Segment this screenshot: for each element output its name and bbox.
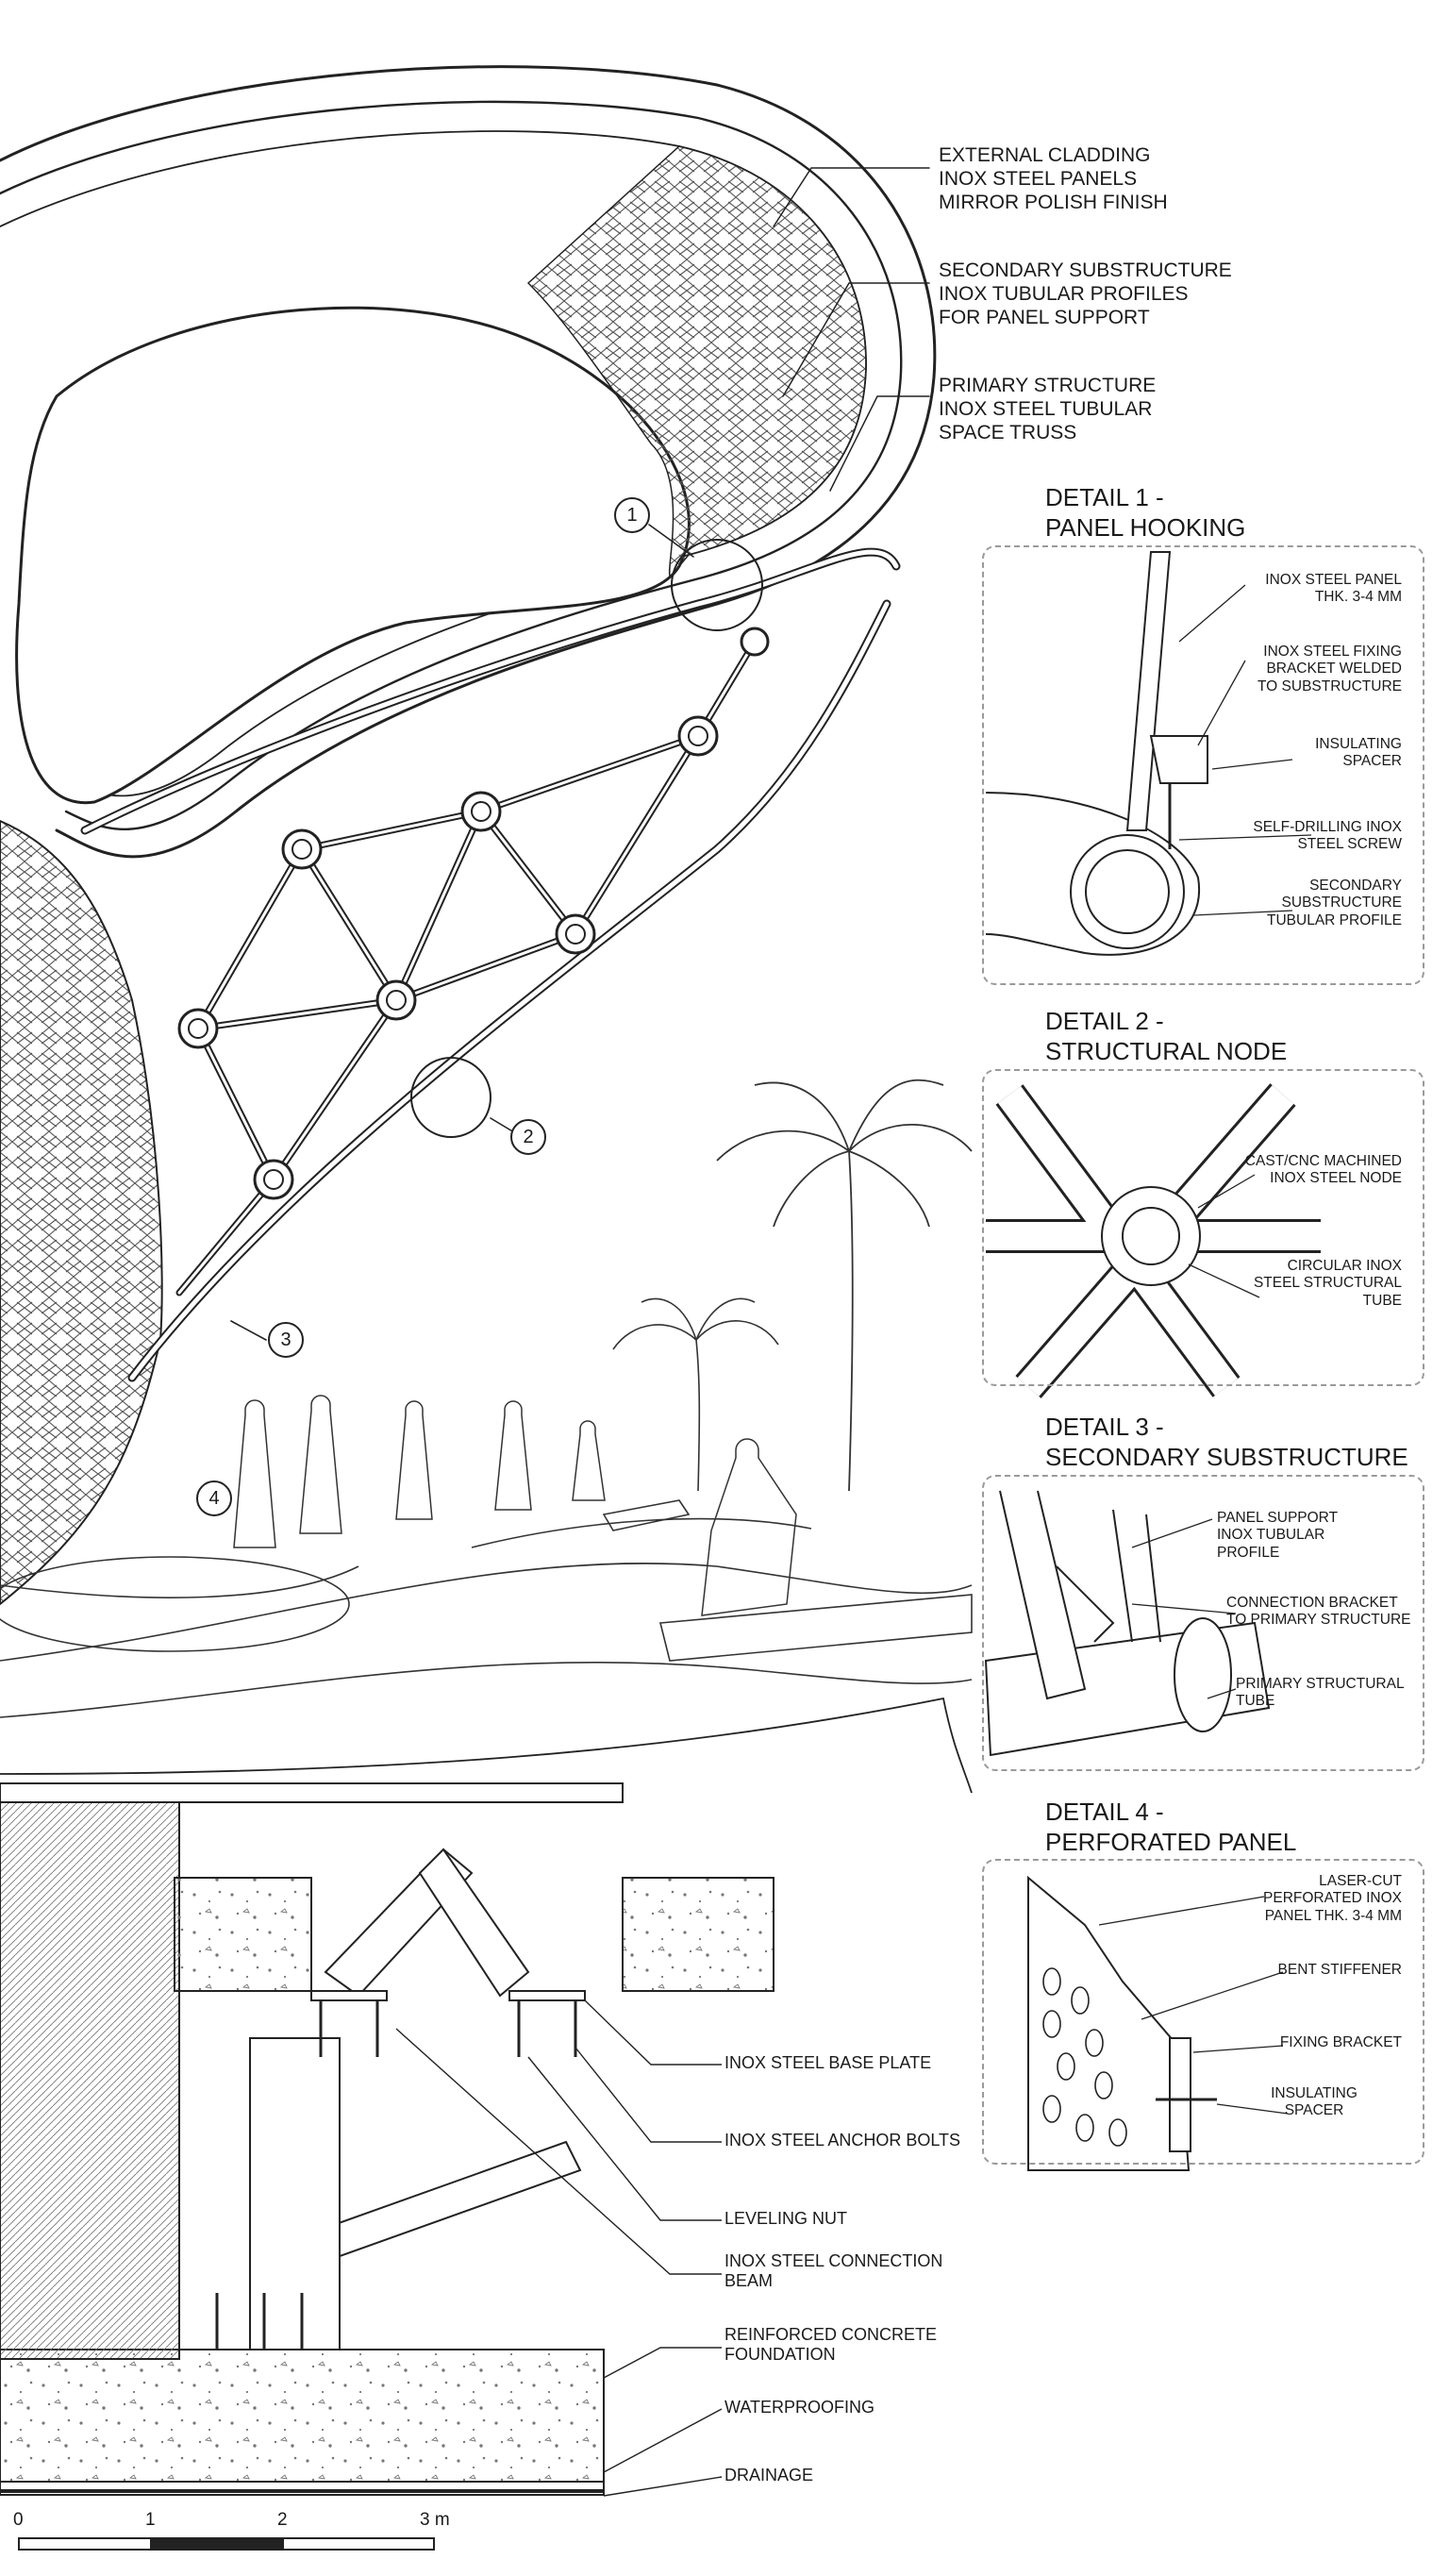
detail-1-drawing: [985, 551, 1312, 956]
inner-lattice-band: [526, 145, 867, 577]
truss-top-chord-inner: [82, 549, 899, 833]
detail-1-label-bracket: INOX STEEL FIXING BRACKET WELDED TO SUBS…: [1257, 644, 1402, 694]
sculpture-elevation: [0, 65, 937, 1606]
label-base-plate: INOX STEEL BASE PLATE: [724, 2053, 932, 2072]
scale-tick-1: 1: [145, 2510, 156, 2530]
connection-beam-diagonal-3: [300, 2140, 582, 2267]
leader-substructure: [782, 282, 930, 397]
ground-surface-curve: [0, 1697, 973, 1794]
callout-4: 4: [196, 1480, 232, 1516]
truss-node-cores: [188, 726, 708, 1190]
plaza-curve-2: [0, 1565, 359, 1598]
label-concrete-foundation: REINFORCED CONCRETE FOUNDATION: [724, 2325, 938, 2365]
detail-3-panel: [982, 1475, 1424, 1771]
detail-4-title: DETAIL 4 - PERFORATED PANEL: [1045, 1798, 1297, 1856]
plaza-curve-1: [471, 1517, 812, 1548]
truss-bottom-chord: [127, 599, 891, 1382]
detail-4-panel: [982, 1859, 1424, 2165]
foundation-section: [0, 1697, 973, 2497]
scale-tick-2: 2: [277, 2510, 288, 2530]
detail-3-title: DETAIL 3 - SECONDARY SUBSTRUCTURE: [1045, 1413, 1408, 1471]
sculpture-opening: [15, 306, 691, 805]
detail-2-label-node: CAST/CNC MACHINED INOX STEEL NODE: [1244, 1153, 1402, 1187]
ground-path-2: [0, 1661, 973, 1718]
connection-beam-diagonal-2: [418, 1848, 530, 1998]
anchor-bolts: [215, 2000, 577, 2350]
leader-primary: [829, 395, 930, 492]
scale-tick-0: 0: [13, 2510, 24, 2530]
detail-4-label-fixing-bracket: FIXING BRACKET: [1279, 2034, 1402, 2050]
detail-3-label-primary-tube: PRIMARY STRUCTURAL TUBE: [1236, 1676, 1405, 1710]
detail-4-drawing: [1027, 1875, 1289, 2171]
detail-2-drawing: [986, 1083, 1321, 1398]
ground-path-1: [0, 1563, 973, 1662]
truss-nodes: [177, 627, 770, 1200]
truss-diagonals-inner: [177, 640, 757, 1295]
bench-seated-area: [658, 1594, 973, 1662]
detail-4-label-spacer: INSULATING SPACER: [1271, 2085, 1357, 2119]
planter-bed: [0, 1556, 350, 1652]
palm-tree-small: [612, 1297, 779, 1492]
bench: [602, 1499, 691, 1531]
detail-2-panel: [982, 1069, 1424, 1386]
scale-tick-3: 3 m: [420, 2510, 450, 2530]
landscape: [0, 1079, 973, 1718]
label-anchor-bolts: INOX STEEL ANCHOR BOLTS: [724, 2131, 961, 2149]
cladding-lattice-left: [0, 819, 163, 1606]
detail-1-marker-circle: [671, 539, 763, 631]
detail-2-title: DETAIL 2 - STRUCTURAL NODE: [1045, 1007, 1288, 1065]
label-external-cladding: EXTERNAL CLADDING INOX STEEL PANELS MIRR…: [939, 144, 1168, 213]
detail-3-label-support: PANEL SUPPORT INOX TUBULAR PROFILE: [1217, 1510, 1339, 1561]
leader-callout-1: [648, 524, 694, 558]
scale-bar: [18, 2537, 435, 2551]
detail-1-label-screw: SELF-DRILLING INOX STEEL SCREW: [1253, 819, 1402, 853]
truss-bottom-chord-inner: [129, 601, 890, 1380]
leader-callout-3: [230, 1320, 267, 1341]
foundation-slab: [0, 2349, 605, 2483]
detail-1-panel: [982, 545, 1424, 985]
label-primary-structure: PRIMARY STRUCTURE INOX STEEL TUBULAR SPA…: [939, 375, 1157, 443]
detail-1-label-panel: INOX STEEL PANEL THK. 3-4 mm: [1265, 572, 1402, 606]
palm-tree-large: [716, 1079, 973, 1492]
base-plate-right: [508, 1990, 586, 2001]
detail-4-label-perforated-panel: LASER-CUT PERFORATED INOX PANEL THK. 3-4…: [1263, 1873, 1402, 1924]
left-concrete-pier: [174, 1877, 312, 1992]
outer-ring-band-1: [0, 65, 937, 859]
label-leveling-nut: LEVELING NUT: [724, 2209, 848, 2228]
detail-1-title: DETAIL 1 - PANEL HOOKING: [1045, 483, 1246, 542]
leader-callout-2: [490, 1117, 515, 1133]
label-secondary-substructure: SECONDARY SUBSTRUCTURE INOX TUBULAR PROF…: [939, 259, 1232, 328]
people: [233, 1395, 797, 1616]
outer-ring-band-2: [0, 100, 903, 831]
detail-2-label-tube: CIRCULAR INOX STEEL STRUCTURAL TUBE: [1253, 1258, 1402, 1309]
top-plate: [0, 1782, 624, 1803]
detail-3-label-bracket: CONNECTION BRACKET TO PRIMARY STRUCTURE: [1226, 1595, 1411, 1629]
foundation-leaders: [395, 1999, 723, 2497]
callout-1: 1: [614, 497, 650, 533]
label-waterproofing: WATERPROOFING: [724, 2398, 874, 2417]
detail-1-label-tube: SECONDARY SUBSTRUCTURE TUBULAR PROFILE: [1267, 878, 1402, 928]
leader-cladding: [773, 167, 930, 227]
callout-2: 2: [510, 1119, 546, 1155]
detail-3-drawing: [984, 1490, 1271, 1757]
label-drainage: DRAINAGE: [724, 2466, 814, 2484]
callout-3: 3: [268, 1322, 304, 1358]
label-connection-beam: INOX STEEL CONNECTION BEAM: [724, 2251, 943, 2291]
detail-2-marker-circle: [410, 1057, 491, 1138]
right-concrete-pier: [622, 1877, 774, 1992]
base-plate-left: [310, 1990, 388, 2001]
detail-1-label-spacer: INSULATING SPACER: [1315, 736, 1402, 770]
foundation-column: [0, 1792, 180, 2360]
detail-4-label-stiffener: BENT STIFFENER: [1277, 1962, 1402, 1978]
